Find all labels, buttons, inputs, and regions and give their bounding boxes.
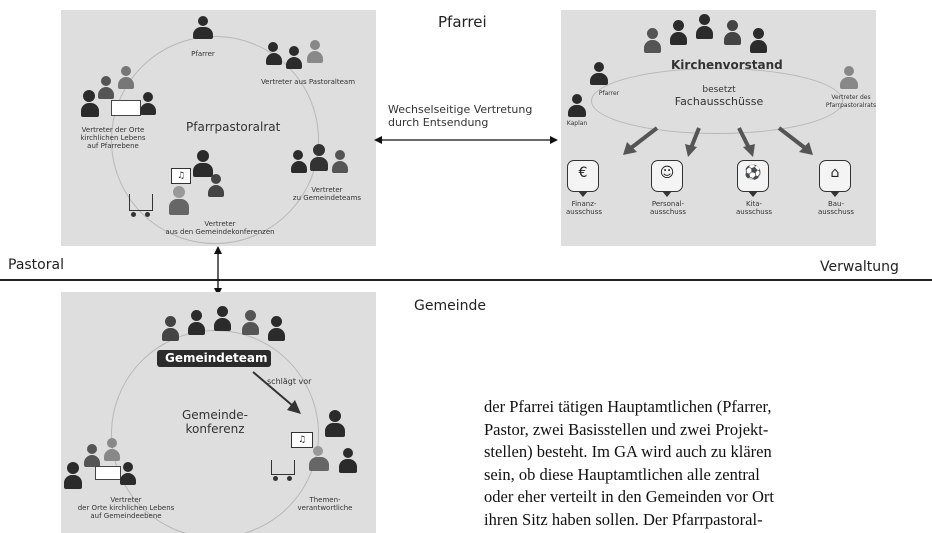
gemeindeteam-members bbox=[162, 306, 305, 344]
pastoralteam-label: Vertreter aus Pastoralteam bbox=[260, 78, 356, 86]
paragraph-line: Pastor, zwei Basisstellen und zwei Proje… bbox=[484, 419, 769, 439]
exchange-label: Wechselseitige Vertretung durch Entsendu… bbox=[388, 103, 533, 129]
pfarrpastoralrat-circle bbox=[111, 36, 319, 244]
paragraph-line: ihren Sitz haben sollen. Der Pfarrpastor… bbox=[484, 509, 763, 529]
kaplan-figure bbox=[567, 94, 587, 120]
pfarrer-figure bbox=[191, 16, 215, 44]
pfarrpastoralrat-panel: Pfarrpastoralrat Pfarrer Vertreter aus P… bbox=[61, 10, 376, 246]
kirchenvorstand-ellipse bbox=[591, 68, 843, 134]
schlaegt-vor-label: schlägt vor bbox=[267, 377, 312, 386]
paragraph-line: stellen) besteht. Im GA wird auch zu klä… bbox=[484, 442, 772, 461]
people-desk-icon: ☺ bbox=[651, 160, 683, 197]
personalausschuss-label: Personal- ausschuss bbox=[649, 200, 687, 216]
crane-icon: ⌂ bbox=[819, 160, 851, 197]
gemeindekonferenzen-figures: ♫ bbox=[123, 150, 235, 220]
pastoral-verwaltung-divider bbox=[0, 279, 932, 281]
finanzausschuss-label: Finanz- ausschuss bbox=[565, 200, 603, 216]
paragraph-line: oder eher verteilt in den Gemeinden vor … bbox=[484, 487, 775, 506]
gemeindeteams-label: Vertreter zu Gemeindeteams bbox=[292, 186, 362, 202]
kirchenvorstand-pfarrer-label: Pfarrer bbox=[598, 90, 620, 97]
kv-vertreter-figure bbox=[839, 66, 859, 92]
pfarrpastoralrat-title: Pfarrpastoralrat bbox=[186, 120, 281, 134]
verwaltung-label: Verwaltung bbox=[820, 259, 899, 275]
orte-gemeindeebene-label: Vertreter der Orte kirchlichen Lebens au… bbox=[77, 496, 175, 520]
paragraph-line: sein, ob diese Hauptamtlichen alle zentr… bbox=[484, 464, 760, 484]
gemeindekonferenz-label: Gemeinde- konferenz bbox=[181, 408, 249, 436]
pastoralteam-figures bbox=[266, 38, 326, 72]
gemeinde-heading: Gemeinde bbox=[414, 298, 486, 314]
gemeindekonferenzen-label: Vertreter aus den Gemeindekonferenzen bbox=[165, 220, 275, 236]
pastoral-label: Pastoral bbox=[8, 257, 64, 273]
vertical-link-arrow bbox=[214, 246, 222, 296]
orte-pfarrebene-label: Vertreter der Orte kirchlichen Lebens au… bbox=[80, 126, 146, 150]
money-icon: € bbox=[567, 160, 599, 197]
kirchenvorstand-members bbox=[644, 12, 787, 56]
gemeindeteam-banner bbox=[157, 350, 271, 367]
pfarrer-label: Pfarrer bbox=[191, 50, 215, 58]
kaplan-label: Kaplan bbox=[566, 120, 588, 127]
schlaegt-vor-arrow bbox=[252, 371, 301, 414]
themenverantwortliche-figures: ♫ bbox=[261, 410, 371, 492]
gemeinde-panel: Gemeindeteam schlägt vor Gemeinde- konfe… bbox=[61, 292, 376, 533]
child-ball-icon: ⚽ bbox=[737, 160, 769, 197]
themenverantwortliche-label: Themen- verantwortliche bbox=[297, 496, 353, 512]
kitaausschuss-label: Kita- ausschuss bbox=[735, 200, 773, 216]
besetzt-label: besetzt bbox=[702, 85, 736, 95]
orte-pfarrebene-figures bbox=[81, 66, 165, 118]
fachausschuesse-label: Fachausschüsse bbox=[674, 95, 764, 108]
gemeindeteam-title: Gemeindeteam bbox=[165, 351, 268, 365]
paragraph-line: der Pfarrei tätigen Hauptamtlichen (Pfar… bbox=[484, 397, 772, 416]
pfarrei-heading: Pfarrei bbox=[438, 13, 487, 31]
gemeindeteams-figures bbox=[291, 144, 353, 180]
orte-gemeindeebene-figures bbox=[64, 438, 143, 494]
bauausschuss-label: Bau- ausschuss bbox=[817, 200, 855, 216]
kirchenvorstand-panel: Kirchenvorstand besetzt Fachausschüsse P… bbox=[561, 10, 876, 246]
fachausschuss-arrows bbox=[623, 126, 813, 157]
kirchenvorstand-title: Kirchenvorstand bbox=[671, 58, 783, 72]
exchange-arrow bbox=[374, 136, 558, 144]
kirchenvorstand-pfarrer-figure bbox=[589, 62, 609, 88]
kv-vertreter-label: Vertreter des Pfarrpastoralrats bbox=[825, 94, 876, 109]
body-paragraph: der Pfarrei tätigen Hauptamtlichen (Pfar… bbox=[484, 396, 932, 531]
